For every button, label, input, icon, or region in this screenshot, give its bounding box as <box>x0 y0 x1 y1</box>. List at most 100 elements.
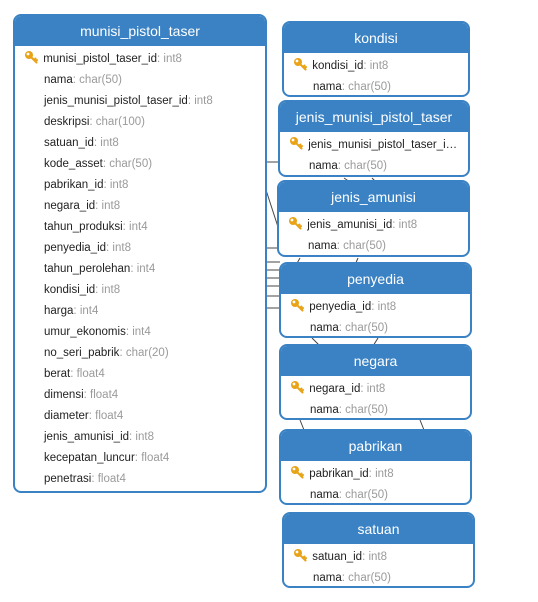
column-name: negara_id <box>44 200 96 212</box>
table-jenis-amunisi[interactable]: jenis_amunisi jenis_amunisi_id: int8 nama… <box>277 180 470 257</box>
table-column-row[interactable]: pabrikan_id: int8 <box>44 179 129 191</box>
column-name: penyedia_id <box>309 301 372 313</box>
relation-line <box>419 419 425 431</box>
column-type: char(50) <box>348 572 391 584</box>
primary-key-icon <box>24 50 40 70</box>
table-jenis-munisi-pistol-taser[interactable]: jenis_munisi_pistol_taser jenis_munisi_p… <box>278 100 470 177</box>
column-type: char(50) <box>344 160 387 172</box>
table-column-row[interactable]: nama: char(50) <box>310 404 388 416</box>
table-column-row[interactable]: berat: float4 <box>44 368 105 380</box>
column-type: int8 <box>112 242 131 254</box>
table-column-row[interactable]: nama: char(50) <box>44 74 122 86</box>
table-column-row[interactable]: satuan_id: int8 <box>44 137 119 149</box>
column-list: jenis_amunisi_id: int8 nama: char(50) <box>279 212 468 255</box>
table-column-row[interactable]: penyedia_id: int8 <box>281 297 470 318</box>
primary-key-icon <box>293 548 309 568</box>
column-name: no_seri_pabrik <box>44 347 120 359</box>
column-type: float4 <box>76 368 105 380</box>
column-list: pabrikan_id: int8 nama: char(50) <box>281 461 470 503</box>
table-kondisi[interactable]: kondisi kondisi_id: int8 nama: char(50) <box>282 21 470 97</box>
column-type: char(50) <box>345 489 388 501</box>
table-title: kondisi <box>284 23 468 53</box>
column-type: int8 <box>458 139 468 151</box>
column-name: berat <box>44 368 71 380</box>
column-name: harga <box>44 305 74 317</box>
column-type: char(100) <box>95 116 145 128</box>
column-list: kondisi_id: int8 nama: char(50) <box>284 53 468 95</box>
table-column-row[interactable]: kondisi_id: int8 <box>284 56 468 77</box>
table-column-row[interactable]: nama: char(50) <box>313 81 391 93</box>
table-column-row[interactable]: kode_asset: char(50) <box>44 158 153 170</box>
column-type: int8 <box>194 95 213 107</box>
table-column-row[interactable]: nama: char(50) <box>310 489 388 501</box>
column-name: penyedia_id <box>44 242 107 254</box>
column-name: satuan_id <box>44 137 94 149</box>
primary-key-icon <box>290 465 306 485</box>
table-column-row[interactable]: negara_id: int8 <box>281 379 470 400</box>
table-column-row[interactable]: munisi_pistol_taser_id: int8 <box>15 49 265 70</box>
table-column-row[interactable]: dimensi: float4 <box>44 389 119 401</box>
table-column-row[interactable]: nama: char(50) <box>313 572 391 584</box>
column-type: char(50) <box>345 404 388 416</box>
table-title: munisi_pistol_taser <box>15 16 265 46</box>
table-column-row[interactable]: penetrasi: float4 <box>44 473 126 485</box>
column-type: int4 <box>132 326 151 338</box>
column-type: float4 <box>97 473 126 485</box>
table-title: jenis_amunisi <box>279 182 468 212</box>
column-type: int8 <box>377 301 397 313</box>
column-type: char(50) <box>343 240 386 252</box>
column-type: char(20) <box>125 347 169 359</box>
column-type: int8 <box>366 383 386 395</box>
table-column-row[interactable]: no_seri_pabrik: char(20) <box>44 347 169 359</box>
table-column-row[interactable]: jenis_amunisi_id: int8 <box>44 431 154 443</box>
primary-key-icon <box>293 57 309 77</box>
table-column-row[interactable]: kecepatan_luncur: float4 <box>44 452 170 464</box>
table-column-row[interactable]: negara_id: int8 <box>44 200 121 212</box>
column-name: munisi_pistol_taser_id <box>43 53 157 65</box>
relation-line <box>299 419 305 431</box>
table-column-row[interactable]: harga: int4 <box>44 305 99 317</box>
column-name: nama <box>310 404 339 416</box>
column-type: char(50) <box>109 158 153 170</box>
column-name: nama <box>310 489 339 501</box>
column-name: kondisi_id <box>44 284 96 296</box>
table-column-row[interactable]: umur_ekonomis: int4 <box>44 326 151 338</box>
table-column-row[interactable]: tahun_perolehan: int4 <box>44 263 156 275</box>
column-name: diameter <box>44 410 89 422</box>
column-type: int8 <box>368 551 388 563</box>
table-munisi-pistol-taser[interactable]: munisi_pistol_taser munisi_pistol_taser_… <box>13 14 267 493</box>
column-name: nama <box>308 240 337 252</box>
table-column-row[interactable]: kondisi_id: int8 <box>44 284 121 296</box>
column-name: nama <box>309 160 338 172</box>
table-column-row[interactable]: penyedia_id: int8 <box>44 242 131 254</box>
primary-key-icon <box>290 298 306 318</box>
table-column-row[interactable]: diameter: float4 <box>44 410 124 422</box>
column-name: jenis_amunisi_id <box>307 219 393 231</box>
column-name: kecepatan_luncur <box>44 452 135 464</box>
table-column-row[interactable]: tahun_produksi: int4 <box>44 221 148 233</box>
column-type: int8 <box>101 200 121 212</box>
table-column-row[interactable]: pabrikan_id: int8 <box>281 464 470 485</box>
column-name: tahun_produksi <box>44 221 123 233</box>
column-type: int4 <box>129 221 148 233</box>
table-column-row[interactable]: jenis_munisi_pistol_taser_id: int8 <box>280 135 468 156</box>
table-column-row[interactable]: jenis_munisi_pistol_taser_id: int8 <box>44 95 213 107</box>
primary-key-icon <box>290 380 306 400</box>
table-column-row[interactable]: nama: char(50) <box>310 322 388 334</box>
table-column-row[interactable]: jenis_amunisi_id: int8 <box>279 215 468 236</box>
table-column-row[interactable]: nama: char(50) <box>308 240 386 252</box>
column-type: int8 <box>109 179 129 191</box>
table-title: jenis_munisi_pistol_taser <box>280 102 468 132</box>
column-type: int8 <box>398 219 418 231</box>
table-column-row[interactable]: satuan_id: int8 <box>284 547 473 568</box>
table-column-row[interactable]: nama: char(50) <box>309 160 387 172</box>
table-column-row[interactable]: deskripsi: char(100) <box>44 116 145 128</box>
column-type: int4 <box>136 263 156 275</box>
column-name: deskripsi <box>44 116 90 128</box>
column-name: umur_ekonomis <box>44 326 126 338</box>
primary-key-icon <box>289 136 305 156</box>
